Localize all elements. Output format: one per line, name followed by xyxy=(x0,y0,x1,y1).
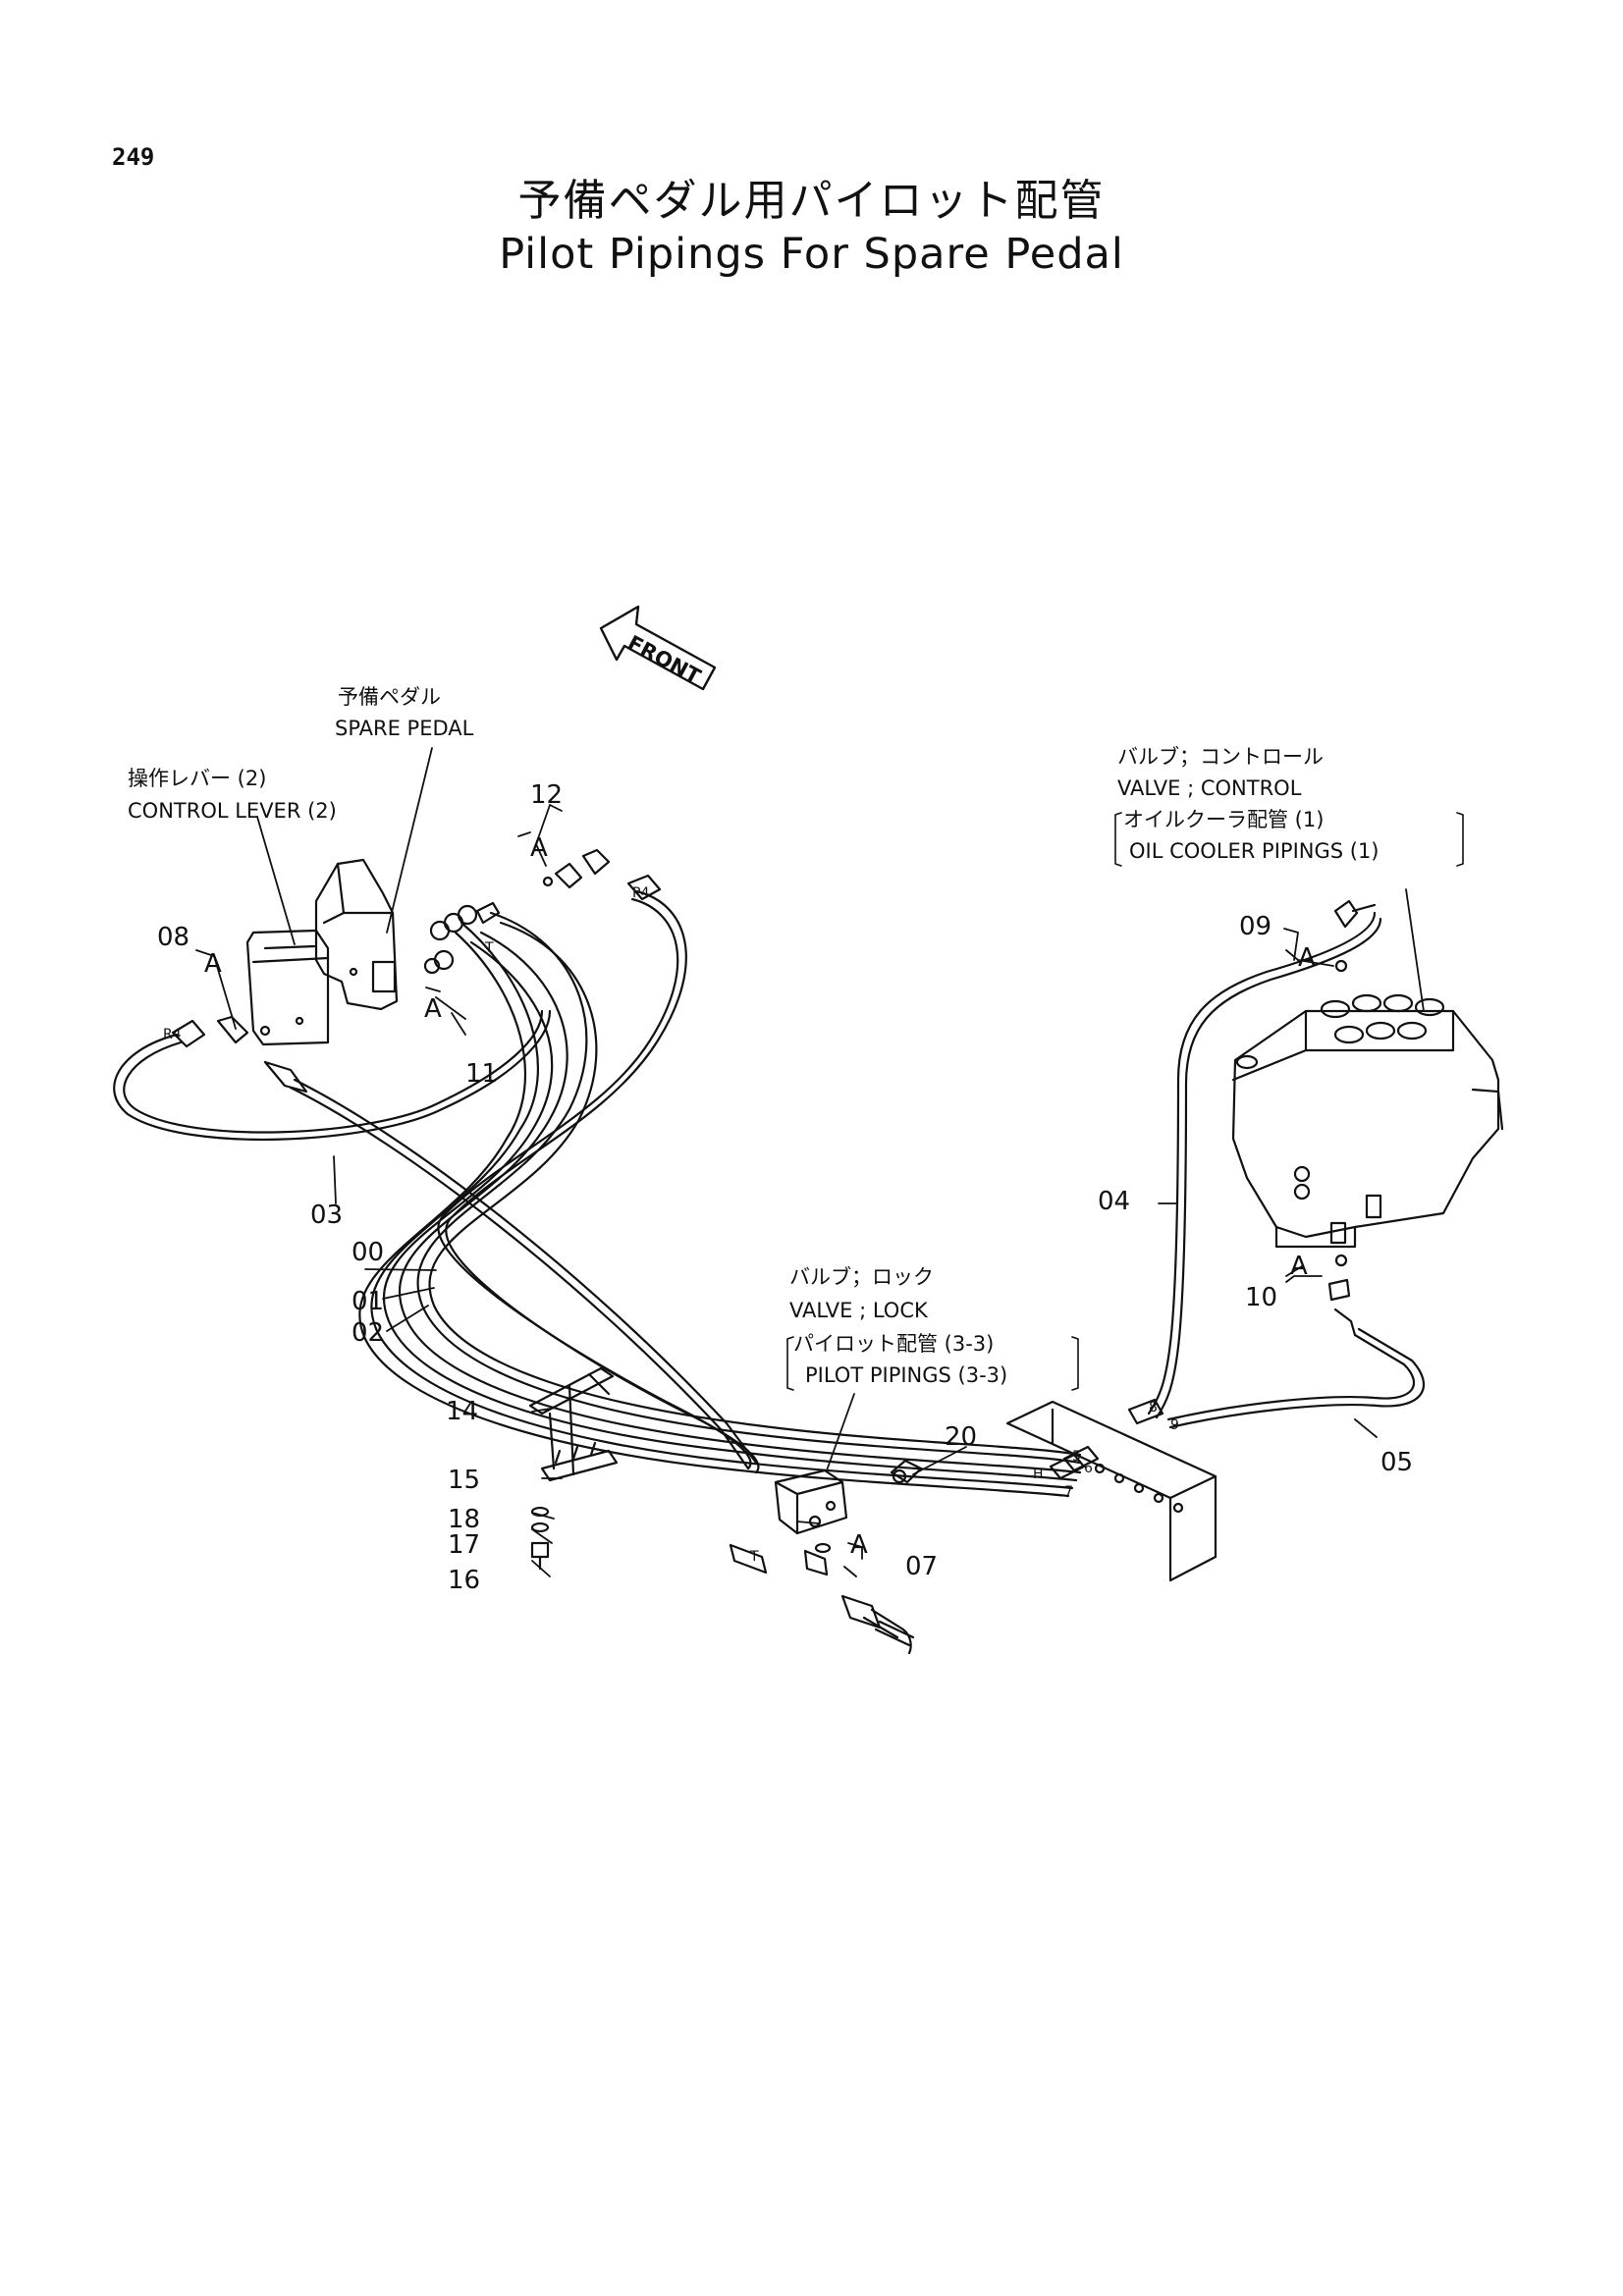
port-8: 8 xyxy=(1149,1400,1158,1415)
callout-16: 16 xyxy=(448,1566,480,1595)
detail-a-markers: A A A A A A xyxy=(204,833,1316,1560)
valve-lock-label-en: VALVE ; LOCK xyxy=(789,1299,929,1322)
callout-numbers: 00 01 02 03 04 05 07 08 09 10 11 12 14 1… xyxy=(157,780,1413,1595)
callout-05: 05 xyxy=(1380,1448,1413,1477)
port-6: 6 xyxy=(1084,1461,1093,1476)
callout-18: 18 xyxy=(448,1505,480,1534)
valve-control-label-jp: バルブ；コントロール xyxy=(1117,745,1324,769)
detail-a-11: A xyxy=(424,994,442,1024)
port-p4-pedal: P4 xyxy=(632,885,649,901)
callout-11: 11 xyxy=(465,1059,498,1089)
callout-10: 10 xyxy=(1245,1283,1277,1312)
hose-04 xyxy=(1147,911,1382,1419)
valve-control-label-en: VALVE ; CONTROL xyxy=(1117,776,1302,800)
pilot-pipings-label-en: PILOT PIPINGS (3-3) xyxy=(805,1363,1007,1387)
callout-17: 17 xyxy=(448,1530,480,1560)
port-t-pedal: T xyxy=(484,940,494,956)
callout-03: 03 xyxy=(310,1201,343,1230)
lock-valve-body xyxy=(774,1468,848,1535)
valve-lock-label-jp: バルブ；ロック xyxy=(789,1265,934,1289)
port-marks: P4 R4 T T H 5 6 7 8 9 xyxy=(163,885,1179,1565)
pilot-pipings-label-jp: パイロット配管 (3-3) xyxy=(793,1332,994,1356)
detail-a-07: A xyxy=(850,1530,868,1560)
callout-14: 14 xyxy=(446,1397,478,1426)
callout-12: 12 xyxy=(530,780,563,810)
oil-cooler-label-jp: オイルクーラ配管 (1) xyxy=(1123,808,1324,831)
hose-diagonal xyxy=(289,1078,758,1470)
callout-09: 09 xyxy=(1239,912,1271,941)
title-japanese: 予備ペダル用パイロット配管 xyxy=(517,176,1106,226)
control-lever-label-jp: 操作レバー (2) xyxy=(128,767,266,790)
oil-cooler-label-en: OIL COOLER PIPINGS (1) xyxy=(1129,839,1380,863)
hose-03 xyxy=(113,1009,552,1141)
port-9: 9 xyxy=(1170,1417,1179,1433)
spare-pedal-label-en: SPARE PEDAL xyxy=(335,717,474,740)
detail-a-09: A xyxy=(1298,943,1316,973)
control-lever-label-en: CONTROL LEVER (2) xyxy=(128,799,337,823)
detail-a-08: A xyxy=(204,949,222,979)
port-t-lock: T xyxy=(749,1549,759,1565)
callout-20: 20 xyxy=(945,1422,977,1452)
junction-bracket xyxy=(1005,1398,1217,1582)
callout-02: 02 xyxy=(352,1318,384,1348)
front-arrow-icon: FRONT xyxy=(599,605,717,691)
pedal-fittings xyxy=(171,848,662,1094)
page-number: 249 xyxy=(112,143,155,171)
hose-bundle-00-01-02 xyxy=(358,911,1082,1498)
callout-15: 15 xyxy=(448,1466,480,1495)
detail-a-12: A xyxy=(530,833,548,863)
spare-pedal-body xyxy=(314,858,399,1011)
detail-brackets xyxy=(425,831,1303,1524)
callout-08: 08 xyxy=(157,923,189,952)
port-5: 5 xyxy=(1072,1449,1081,1465)
title-english: Pilot Pipings For Spare Pedal xyxy=(499,230,1124,279)
label-texts: 予備ペダル SPARE PEDAL 操作レバー (2) CONTROL LEVE… xyxy=(128,685,1380,1387)
callout-00: 00 xyxy=(352,1238,384,1267)
port-7: 7 xyxy=(1064,1484,1073,1500)
leader-lines xyxy=(195,747,1425,1577)
callout-07: 07 xyxy=(905,1552,938,1581)
callout-04: 04 xyxy=(1098,1187,1130,1216)
hose-lower-07 xyxy=(862,1608,912,1655)
clamp-15 xyxy=(540,1441,619,1482)
spare-pedal-label-jp: 予備ペダル xyxy=(338,685,441,709)
port-r4-lever: R4 xyxy=(163,1027,182,1042)
port-h: H xyxy=(1033,1467,1044,1482)
clamp-20 xyxy=(890,1459,923,1484)
label-brackets xyxy=(786,812,1464,1391)
control-valve-fittings xyxy=(1327,899,1377,1337)
hose-05 xyxy=(1166,1327,1425,1429)
detail-a-10: A xyxy=(1290,1252,1308,1281)
callout-01: 01 xyxy=(352,1287,384,1316)
control-valve-body xyxy=(1231,993,1504,1249)
